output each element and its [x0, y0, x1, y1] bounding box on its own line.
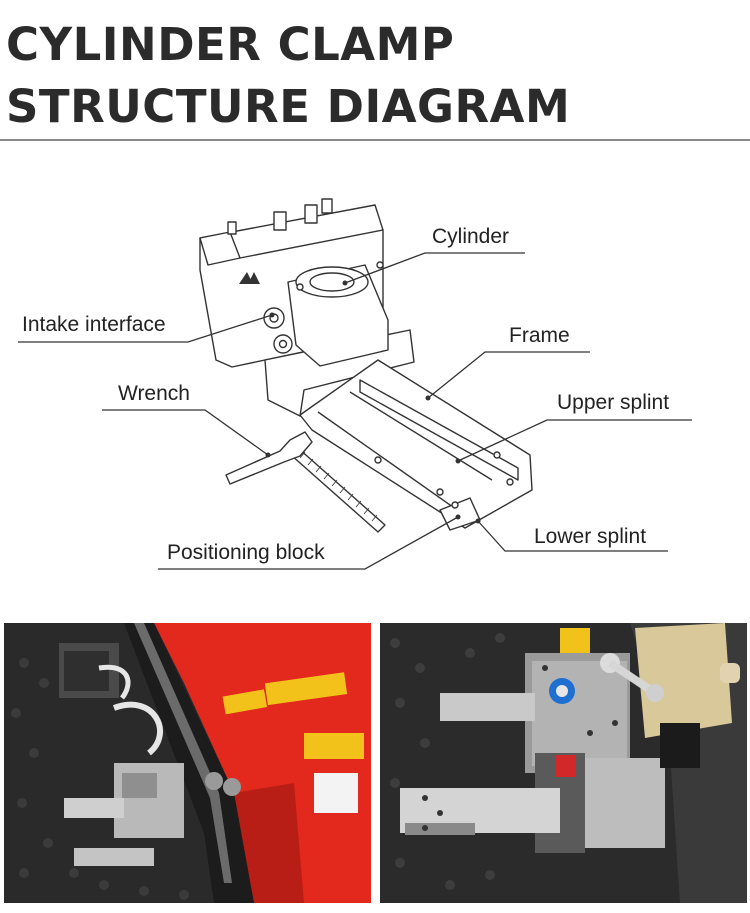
label-lower-splint: Lower splint [534, 525, 647, 548]
frame-rails [299, 359, 533, 529]
intake-callout [18, 314, 273, 343]
structure-diagram: Cylinder Intake interface Frame Wrench U… [0, 141, 750, 601]
photo-clamp-closeup [380, 623, 747, 903]
frame-callout [427, 351, 590, 399]
clamp-photo-illustration [380, 623, 747, 903]
upper-splint-shape [359, 379, 519, 481]
wrench-handle [225, 431, 313, 485]
machine-photo-illustration [4, 623, 371, 903]
page-title: CYLINDER CLAMP STRUCTURE DIAGRAM [6, 14, 570, 138]
label-positioning-block: Positioning block [167, 541, 325, 564]
title-divider [0, 139, 750, 141]
positioning-callout [158, 516, 459, 570]
upper-splint-callout [457, 419, 692, 462]
label-upper-splint: Upper splint [557, 391, 670, 414]
label-frame: Frame [509, 324, 570, 347]
title-line-1: CYLINDER CLAMP [6, 18, 455, 71]
lower-splint-callout [477, 520, 668, 552]
wrench-callout [102, 409, 269, 456]
label-cylinder: Cylinder [432, 225, 510, 248]
photo-installed-on-machine [4, 623, 371, 903]
clamp-line-drawing [18, 198, 692, 570]
label-wrench: Wrench [118, 382, 190, 405]
cylinder-callout [344, 252, 525, 284]
title-line-2: STRUCTURE DIAGRAM [6, 80, 571, 133]
label-intake-interface: Intake interface [22, 313, 166, 336]
